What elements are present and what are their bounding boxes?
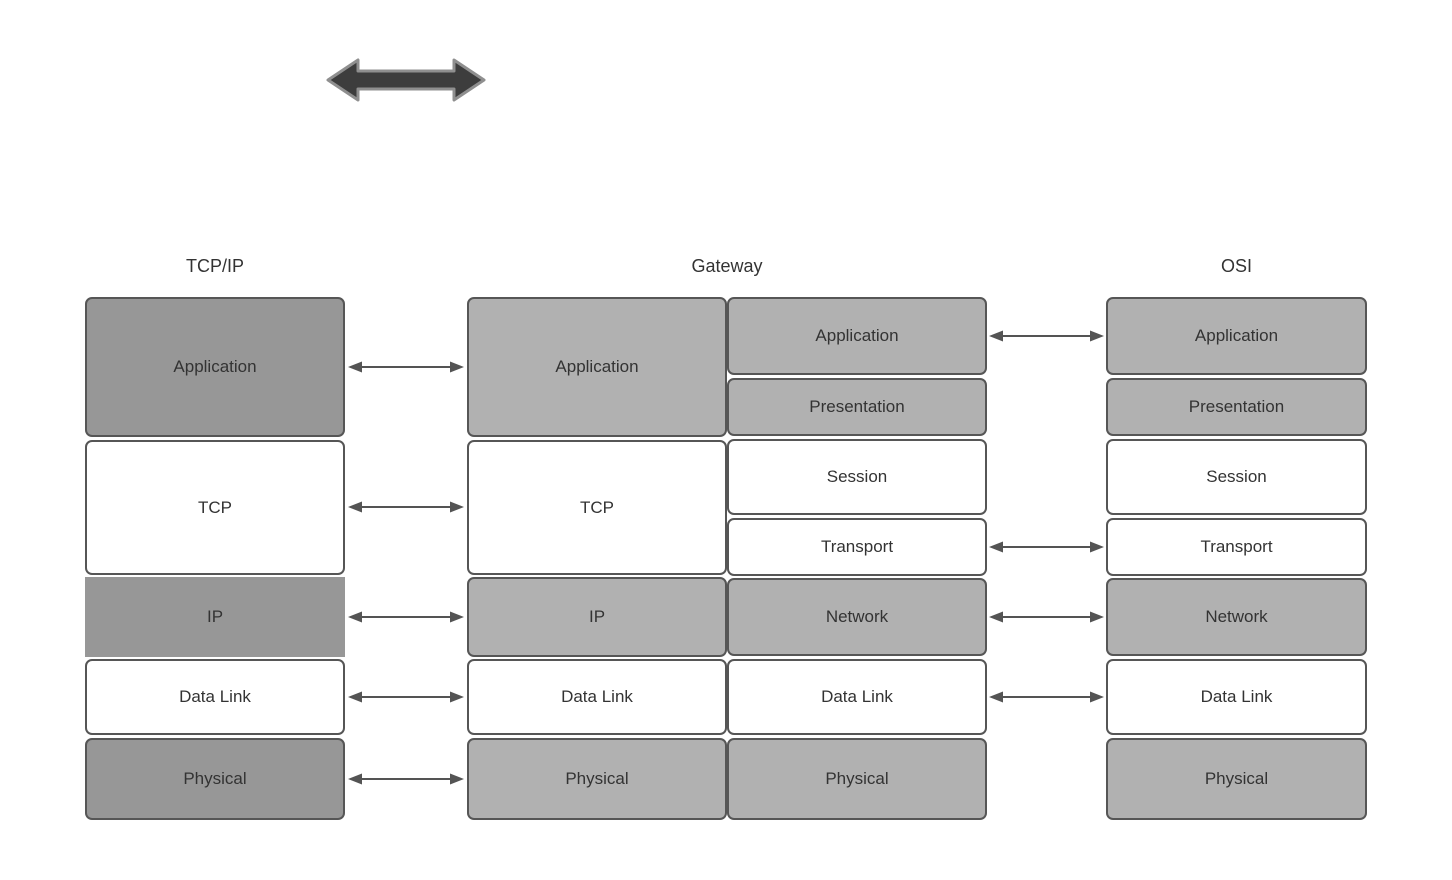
- column-header-gateway: Gateway: [691, 256, 763, 276]
- layer-label: Transport: [820, 537, 894, 556]
- osi-layer-transport: Transport: [1106, 518, 1367, 576]
- osi-layer-application: Application: [1106, 297, 1367, 375]
- column-header-osi: OSI: [1220, 256, 1252, 276]
- connector-arrow-ip-icon: [348, 611, 464, 623]
- layer-label: Session: [1206, 467, 1267, 486]
- connector-arrow-data-link-right-icon: [989, 691, 1104, 703]
- gateway-left-layer-ip: IP: [467, 577, 727, 657]
- gateway-right-layer-data-link: Data Link: [727, 659, 987, 735]
- gateway-left-layer-data-link: Data Link: [467, 659, 727, 735]
- osi-layer-physical: Physical: [1106, 738, 1367, 820]
- layer-label: Application: [815, 326, 899, 345]
- gateway-right-layer-network: Network: [727, 578, 987, 656]
- layer-label: Transport: [1200, 537, 1273, 556]
- layer-label: Data Link: [561, 687, 633, 706]
- tcpip-layer-physical: Physical: [85, 738, 345, 820]
- gateway-left-layer-application: Application: [467, 297, 727, 437]
- osi-layer-presentation: Presentation: [1106, 378, 1367, 436]
- layer-label: Network: [825, 607, 889, 626]
- layer-label: Network: [1205, 607, 1268, 626]
- tcpip-layer-application: Application: [85, 297, 345, 437]
- osi-layer-network: Network: [1106, 578, 1367, 656]
- layer-label: Application: [1194, 326, 1279, 345]
- layer-label: Physical: [183, 769, 247, 788]
- gateway-right-layer-presentation: Presentation: [727, 378, 987, 436]
- gateway-right-layer-transport: Transport: [727, 518, 987, 576]
- layer-label: Application: [173, 357, 257, 376]
- connector-arrow-tcp-icon: [348, 501, 464, 513]
- tcpip-layer-ip: IP: [85, 577, 345, 657]
- connector-arrow-application-right-icon: [989, 330, 1104, 342]
- layer-label: Data Link: [821, 687, 893, 706]
- layer-label: Presentation: [809, 397, 905, 416]
- osi-layer-data-link: Data Link: [1106, 659, 1367, 735]
- connector-arrow-network-icon: [989, 611, 1104, 623]
- gateway-left-layer-tcp: TCP: [467, 440, 727, 575]
- gateway-left-layer-physical: Physical: [467, 738, 727, 820]
- layer-label: Physical: [1204, 769, 1269, 788]
- layer-label: Application: [555, 357, 639, 376]
- tcpip-layer-tcp: TCP: [85, 440, 345, 575]
- tcpip-layer-data-link: Data Link: [85, 659, 345, 735]
- connector-arrow-transport-icon: [989, 541, 1104, 553]
- double-arrow-icon: [326, 58, 486, 102]
- connector-arrow-application-icon: [348, 361, 464, 373]
- gateway-right-layer-application: Application: [727, 297, 987, 375]
- osi-layer-session: Session: [1106, 439, 1367, 515]
- gateway-right-layer-physical: Physical: [727, 738, 987, 820]
- layer-label: IP: [206, 607, 224, 626]
- layer-label: Presentation: [1188, 397, 1285, 416]
- column-header-tcpip: TCP/IP: [185, 256, 244, 276]
- layer-label: Session: [826, 467, 888, 486]
- layer-label: Data Link: [179, 687, 251, 706]
- layer-label: Data Link: [1200, 687, 1273, 706]
- layer-label: IP: [588, 607, 606, 626]
- gateway-right-layer-session: Session: [727, 439, 987, 515]
- layer-label: Physical: [565, 769, 629, 788]
- layer-label: Physical: [825, 769, 889, 788]
- layer-label: TCP: [198, 497, 232, 517]
- connector-arrow-physical-icon: [348, 773, 464, 785]
- connector-arrow-data-link-left-icon: [348, 691, 464, 703]
- layer-label: TCP: [580, 497, 614, 517]
